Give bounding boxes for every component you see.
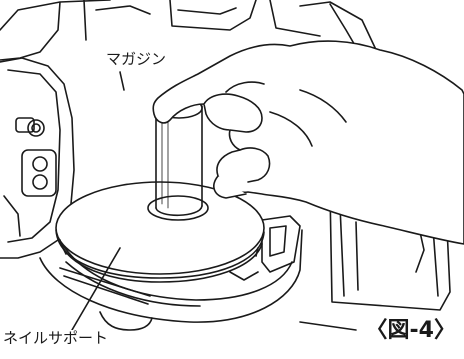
nail-support-label: ネイルサポート <box>1 329 111 347</box>
magazine-label: マガジン <box>104 50 169 68</box>
figure-leader-line <box>299 321 357 331</box>
figure-number-label: 〈図-4〉 <box>363 318 458 344</box>
nail-support-leader-line <box>71 247 121 331</box>
magazine-leader-line <box>119 71 125 91</box>
nail-coil <box>55 181 265 283</box>
hand <box>152 40 464 245</box>
magazine-housing <box>299 1 461 311</box>
nailer-body <box>0 0 321 259</box>
